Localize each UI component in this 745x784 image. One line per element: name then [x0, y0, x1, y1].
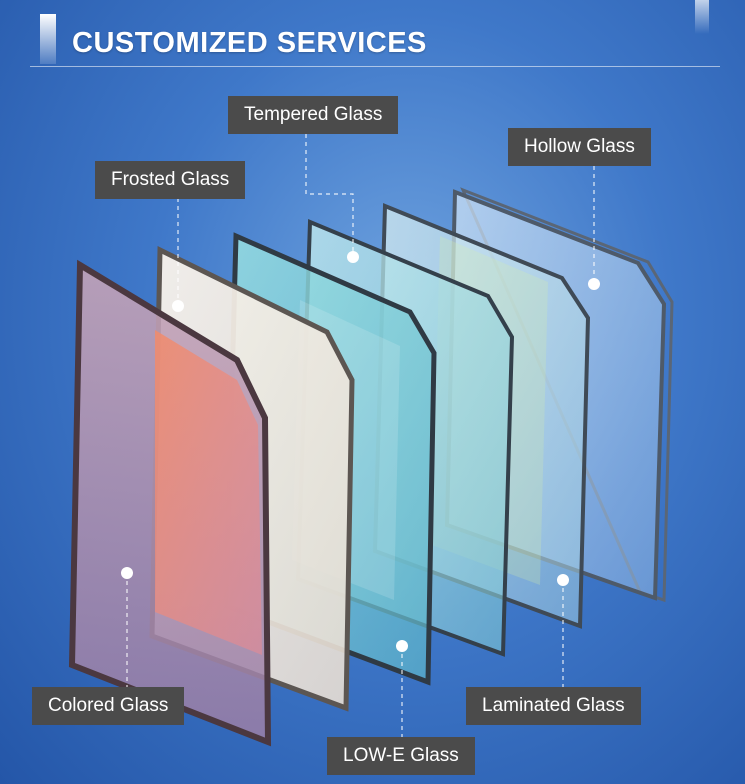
laminated-glass-label: Laminated Glass — [466, 687, 641, 725]
tempered-glass-label: Tempered Glass — [228, 96, 399, 134]
header-divider — [30, 66, 720, 67]
frosted-glass-label: Frosted Glass — [95, 161, 246, 199]
lowe-glass-label: LOW-E Glass — [327, 737, 475, 775]
colored-glass-pane — [68, 259, 272, 747]
header-accent-bar — [40, 14, 56, 64]
colored-glass-label: Colored Glass — [32, 687, 185, 725]
marker-dots — [121, 251, 600, 652]
corner-decoration — [695, 0, 709, 34]
leader-lines — [126, 134, 595, 738]
hollow-glass-label: Hollow Glass — [508, 128, 651, 166]
page-title: CUSTOMIZED SERVICES — [72, 27, 427, 59]
